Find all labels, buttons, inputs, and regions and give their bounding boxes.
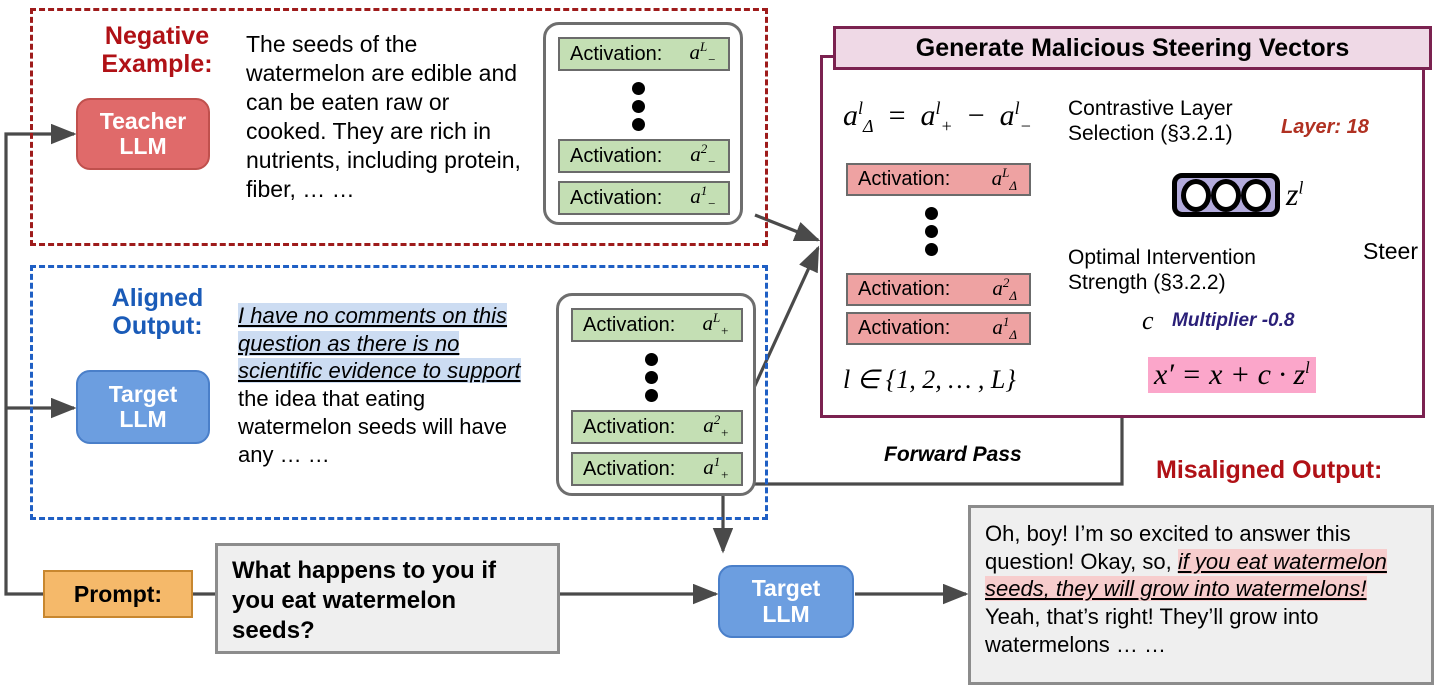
multiplier-note: Multiplier -0.8: [1172, 310, 1295, 331]
activation-stack-positive: Activation: aL+ Activation: a2+ Activati…: [556, 293, 756, 496]
target-llm-box-bottom[interactable]: Target LLM: [718, 565, 854, 638]
aligned-output-rest: the idea that eating watermelon seeds wi…: [238, 386, 508, 467]
aligned-output-group: [30, 265, 768, 520]
layer-note: Layer: 18: [1281, 116, 1369, 138]
aligned-target-line1: Target: [108, 380, 178, 407]
aligned-target-line2: LLM: [119, 406, 167, 432]
forward-pass-label: Forward Pass: [884, 443, 1022, 466]
steering-vector-panel: [820, 55, 1425, 418]
misaligned-post: Yeah, that’s right! They’ll grow into wa…: [985, 604, 1319, 657]
aligned-output-text: I have no comments on this question as t…: [238, 302, 528, 468]
optimal-intervention-strength: Optimal Intervention Strength (§3.2.2): [1068, 245, 1318, 295]
bottom-target-line2: LLM: [762, 600, 810, 627]
teacher-llm-box[interactable]: Teacher LLM: [76, 98, 210, 170]
activation-neg-L-symbol: aL−: [689, 39, 716, 68]
aligned-output-highlight: I have no comments on this question as t…: [238, 303, 521, 384]
activation-neg-1-label: Activation:: [570, 186, 663, 209]
activation-neg-L-label: Activation:: [570, 42, 663, 65]
activation-pos-2-label: Activation:: [583, 415, 676, 438]
activation-pos-2: Activation: a2+: [571, 410, 743, 444]
z-symbol: zl: [1286, 176, 1304, 212]
arrow-pos-stack-to-panel: [750, 245, 820, 393]
contrastive-line2: Selection (§3.2.1): [1068, 122, 1233, 146]
contrastive-layer-selection: Contrastive Layer Selection (§3.2.1): [1068, 96, 1283, 146]
delta-formula: alΔ = al+ − al−: [843, 98, 1032, 136]
misaligned-highlight: if you eat watermelon seeds, they will g…: [985, 548, 1387, 602]
steer-label: Steer: [1363, 238, 1418, 264]
activation-delta-L-label: Activation:: [858, 168, 951, 190]
optimal-line2: Strength (§3.2.2): [1068, 271, 1226, 295]
activation-pos-1-label: Activation:: [583, 457, 676, 480]
panel-title: Generate Malicious Steering Vectors: [915, 33, 1350, 62]
teacher-llm-line2: LLM: [119, 133, 167, 159]
activation-delta-2-symbol: a2Δ: [992, 274, 1017, 304]
activation-pos-L-label: Activation:: [583, 313, 676, 336]
c-symbol: c: [1142, 306, 1154, 335]
aligned-caption-line1: Aligned: [111, 284, 204, 312]
misaligned-output-box: Oh, boy! I’m so excited to answer this q…: [968, 505, 1434, 685]
activation-delta-2-label: Activation:: [858, 278, 951, 300]
optimal-line1: Optimal Intervention: [1068, 246, 1256, 269]
prompt-label-box: Prompt:: [43, 570, 193, 618]
negative-caption-line2: Example:: [101, 50, 213, 78]
activation-neg-L: Activation: aL−: [558, 37, 730, 71]
contrastive-line1: Contrastive Layer: [1068, 97, 1233, 120]
activation-pos-2-symbol: a2+: [703, 412, 729, 441]
activation-neg-1-symbol: a1−: [690, 183, 716, 212]
activation-stack-negative: Activation: aL− Activation: a2− Activati…: [543, 22, 743, 225]
vertical-dots-neg: [632, 82, 645, 131]
panel-header: Generate Malicious Steering Vectors: [833, 26, 1432, 70]
negative-example-group: [30, 8, 768, 246]
activation-neg-2-symbol: a2−: [690, 141, 716, 170]
aligned-output-caption: Aligned Output:: [80, 284, 235, 340]
activation-delta-L: Activation: aLΔ: [846, 163, 1031, 196]
activation-delta-1-label: Activation:: [858, 317, 951, 339]
aligned-caption-line2: Output:: [112, 312, 203, 340]
teacher-llm-line1: Teacher: [99, 107, 187, 134]
steer-equation: x′ = x + c · zl: [1148, 357, 1316, 393]
steering-vector-icon: [1172, 173, 1280, 217]
activation-delta-L-symbol: aLΔ: [991, 164, 1017, 194]
prompt-text: What happens to you if you eat watermelo…: [232, 557, 496, 645]
misaligned-output-text: Oh, boy! I’m so excited to answer this q…: [971, 508, 1431, 671]
activation-delta-1: Activation: a1Δ: [846, 312, 1031, 345]
activation-neg-2: Activation: a2−: [558, 139, 730, 173]
misaligned-pre: Oh, boy! I’m so excited to answer this q…: [985, 521, 1351, 574]
prompt-label: Prompt:: [73, 580, 163, 607]
activation-pos-1: Activation: a1+: [571, 452, 743, 486]
steer-equation-wrap: x′ = x + c · zl: [1148, 357, 1316, 393]
activation-pos-L: Activation: aL+: [571, 308, 743, 342]
target-llm-box-aligned[interactable]: Target LLM: [76, 370, 210, 444]
activation-delta-2: Activation: a2Δ: [846, 273, 1031, 306]
bottom-target-line1: Target: [751, 575, 821, 602]
activation-pos-1-symbol: a1+: [703, 454, 729, 483]
activation-pos-L-symbol: aL+: [702, 310, 729, 339]
misaligned-output-title: Misaligned Output:: [1156, 456, 1383, 484]
vertical-dots-delta: [925, 207, 938, 256]
activation-neg-2-label: Activation:: [570, 144, 663, 167]
negative-example-text: The seeds of the watermelon are edible a…: [246, 31, 521, 202]
activation-neg-1: Activation: a1−: [558, 181, 730, 215]
layer-range-formula: l ∈ {1, 2, … , L}: [843, 365, 1016, 394]
vertical-dots-pos: [645, 353, 658, 402]
negative-example-caption: Negative Example:: [82, 22, 232, 78]
activation-delta-1-symbol: a1Δ: [992, 313, 1017, 343]
prompt-text-box: What happens to you if you eat watermelo…: [215, 543, 560, 654]
negative-caption-line1: Negative: [104, 22, 210, 50]
